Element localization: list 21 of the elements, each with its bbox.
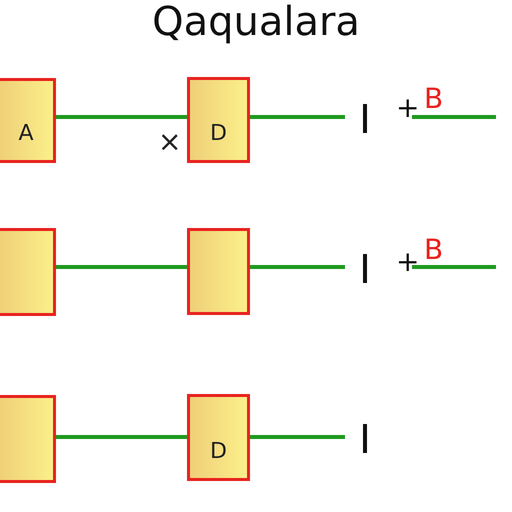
connector-line [250, 435, 345, 439]
title: Qaqualara [151, 0, 361, 44]
operator-sign: + [396, 248, 420, 276]
empty-box [0, 395, 56, 483]
empty-box [187, 228, 250, 315]
connector-line [56, 115, 187, 119]
operator-sign: + [396, 94, 420, 122]
term-box [187, 394, 250, 481]
term-box [187, 77, 250, 163]
empty-box [0, 228, 56, 316]
box-letter: D [210, 439, 227, 464]
connector-line [250, 115, 345, 119]
operator-sign: × [158, 128, 182, 156]
variable-letter: B [424, 85, 444, 113]
connector-line [250, 265, 345, 269]
connector-line [56, 265, 187, 269]
term-box [0, 78, 56, 163]
box-letter: A [18, 121, 34, 146]
box-letter: D [210, 121, 227, 146]
variable-letter: B [424, 236, 444, 264]
connector-line [56, 435, 187, 439]
